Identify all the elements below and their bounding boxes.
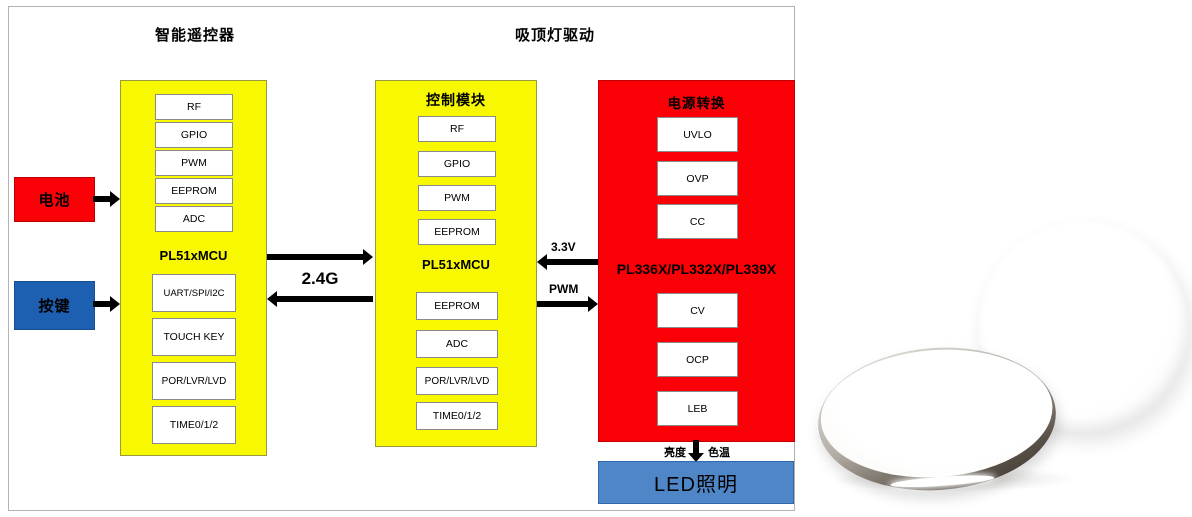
module-box: PWM [418,185,496,211]
power-chip-label: PL336X/PL332X/PL339X [616,261,777,277]
supply-label: 3.3V [551,240,576,254]
pwm-label: PWM [549,282,579,296]
remote-mcu-chip-label: PL51xMCU [159,248,228,263]
pwm-arrow [537,295,598,313]
module-box: TIME0/1/2 [416,402,498,430]
remote-mcu-block: RF GPIO PWM EEPROM ADC PL51xMCU UART/SPI… [120,80,267,456]
battery-box: 电池 [14,177,95,222]
module-box: EEPROM [155,178,233,204]
control-module-block: 控制模块 RF GPIO PWM EEPROM PL51xMCU EEPROM … [375,80,537,447]
power-block: 电源转换 UVLO OVP CC PL336X/PL332X/PL339X CV… [598,80,795,442]
module-box: PWM [155,150,233,176]
module-box: POR/LVR/LVD [416,367,498,395]
module-box: EEPROM [416,292,498,320]
title-ceiling-driver: 吸顶灯驱动 [514,27,595,44]
module-box: ADC [155,206,233,232]
module-box: OCP [657,342,738,377]
led-lighting-box: LED照明 [598,461,794,504]
module-box: TIME0/1/2 [152,406,236,444]
color-temp-label: 色温 [708,447,730,459]
supply-arrow [537,253,598,271]
module-box: EEPROM [418,219,496,245]
module-box: POR/LVR/LVD [152,362,236,400]
module-box: TOUCH KEY [152,318,236,356]
module-box: GPIO [418,151,496,177]
module-box: CC [657,204,738,239]
module-box: CV [657,293,738,328]
keys-box: 按键 [14,281,95,330]
module-box: UART/SPI/I2C [152,274,236,312]
keys-arrow [93,295,120,313]
module-box: LEB [657,391,738,426]
module-box: RF [155,94,233,120]
link-label: 2.4G [301,269,339,288]
ceiling-lamp-photo [810,0,1192,517]
link-arrow-tx [267,247,373,267]
module-box: GPIO [155,122,233,148]
power-title: 电源转换 [667,96,726,111]
module-box: ADC [416,330,498,358]
output-arrow [688,440,704,462]
control-mcu-chip-label: PL51xMCU [422,257,490,272]
battery-arrow [93,190,120,208]
link-arrow-rx [267,289,373,309]
module-box: RF [418,116,496,142]
title-smart-remote: 智能遥控器 [154,27,235,44]
brightness-label: 亮度 [664,447,686,459]
module-box: UVLO [657,117,738,152]
control-module-title: 控制模块 [426,92,486,108]
module-box: OVP [657,161,738,196]
